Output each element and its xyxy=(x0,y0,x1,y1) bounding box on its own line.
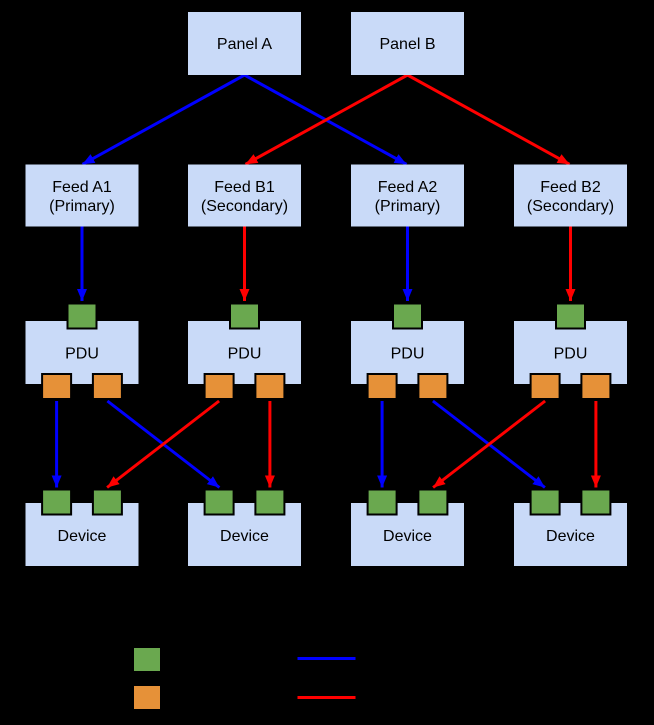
svg-text:(Primary): (Primary) xyxy=(375,198,441,215)
svg-text:(Secondary): (Secondary) xyxy=(201,198,288,215)
svg-text:Feed A2: Feed A2 xyxy=(378,179,438,196)
svg-text:Feed A1: Feed A1 xyxy=(52,179,112,196)
svg-text:Device: Device xyxy=(220,528,269,545)
svg-text:Panel A: Panel A xyxy=(217,36,272,53)
svg-text:Feed B2: Feed B2 xyxy=(540,179,601,196)
svg-text:Panel B: Panel B xyxy=(379,36,435,53)
svg-text:PDU: PDU xyxy=(554,346,588,363)
svg-text:Device: Device xyxy=(546,528,595,545)
svg-text:Device: Device xyxy=(58,528,107,545)
svg-text:PDU: PDU xyxy=(65,346,99,363)
svg-text:Device: Device xyxy=(383,528,432,545)
svg-text:PDU: PDU xyxy=(391,346,425,363)
svg-text:Feed B1: Feed B1 xyxy=(214,179,275,196)
svg-text:PDU: PDU xyxy=(228,346,262,363)
svg-text:(Primary): (Primary) xyxy=(49,198,115,215)
svg-text:(Secondary): (Secondary) xyxy=(527,198,614,215)
